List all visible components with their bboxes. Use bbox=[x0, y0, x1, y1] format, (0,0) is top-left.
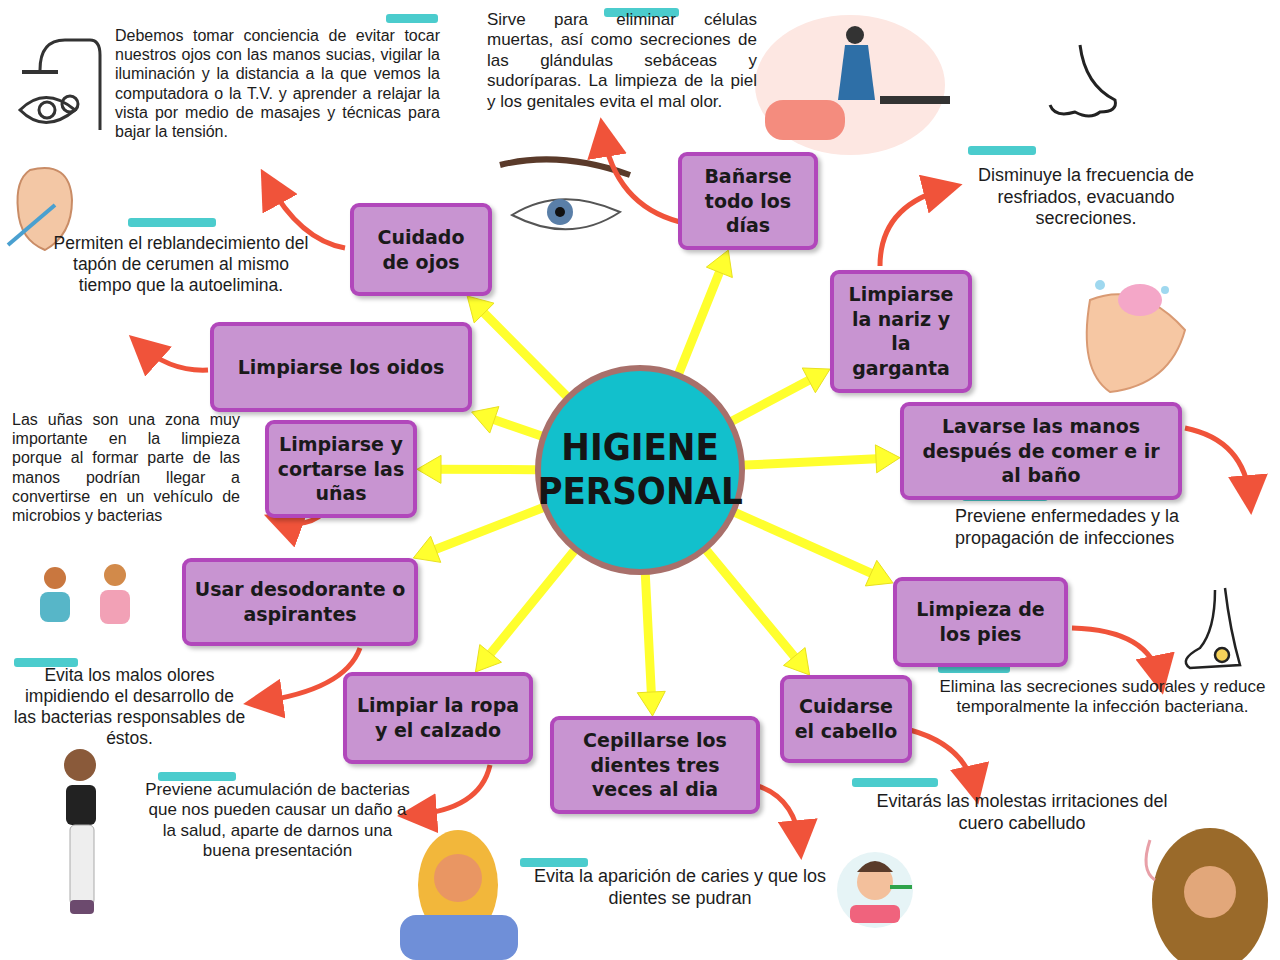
spoke-line bbox=[489, 418, 541, 436]
spoke-arrow bbox=[733, 368, 830, 421]
arrow-head bbox=[637, 691, 665, 716]
arrow-head bbox=[802, 368, 830, 393]
spoke-line bbox=[679, 267, 721, 373]
spoke-line bbox=[480, 309, 566, 396]
description-text: Previene enfermedades y la propagación d… bbox=[955, 506, 1255, 549]
topic-text: Limpiarse los oidos bbox=[238, 355, 445, 380]
description-text: Debemos tomar conciencia de evitar tocar… bbox=[115, 26, 440, 141]
topic-box: Lavarse las manos después de comer e ir … bbox=[900, 402, 1182, 500]
spoke-line bbox=[733, 378, 814, 421]
description-text: Disminuye la frecuencia de resfriados, e… bbox=[950, 165, 1222, 230]
description-text: Evita la aparición de caries y que los d… bbox=[520, 866, 840, 909]
arrow-head bbox=[467, 296, 494, 323]
curly-woman-illustration bbox=[1146, 828, 1268, 960]
spoke-arrow bbox=[637, 575, 665, 716]
description-text: Evita los malos olores impidiendo el des… bbox=[12, 665, 247, 749]
topic-box: Limpiarse los oidos bbox=[210, 322, 472, 412]
spoke-line bbox=[707, 551, 798, 661]
spoke-line bbox=[736, 513, 877, 576]
spoke-arrow bbox=[472, 407, 541, 436]
woman-illustration bbox=[64, 749, 96, 914]
description-text: Las uñas son una zona muy importante en … bbox=[12, 410, 240, 525]
eye-shower-icon bbox=[20, 40, 100, 130]
spoke-line bbox=[430, 508, 542, 551]
arrow-head bbox=[413, 536, 440, 562]
arrow-head bbox=[706, 250, 732, 277]
topic-text: Limpiar la ropa y el calzado bbox=[355, 693, 521, 742]
spoke-arrow bbox=[745, 445, 900, 473]
topic-text: Bañarse todo los días bbox=[690, 164, 806, 238]
topic-text: Cuidado de ojos bbox=[362, 225, 480, 274]
topic-text: Lavarse las manos después de comer e ir … bbox=[912, 414, 1170, 488]
topic-box: Bañarse todo los días bbox=[678, 152, 818, 250]
washing-illustration bbox=[400, 830, 518, 960]
hands-illustration bbox=[1087, 280, 1185, 392]
arrow-head bbox=[875, 445, 900, 473]
spoke-arrow bbox=[417, 455, 535, 483]
description-text: Sirve para eliminar células muertas, así… bbox=[487, 10, 757, 112]
topic-text: Limpieza de los pies bbox=[905, 597, 1056, 646]
toothbrush-illustration bbox=[837, 852, 913, 928]
description-text: Elimina las secreciones sudorales y redu… bbox=[935, 677, 1270, 718]
arrow-head bbox=[475, 645, 501, 672]
title-text: HIGIENE PERSONAL bbox=[537, 426, 742, 513]
arrow-head bbox=[865, 560, 893, 586]
spoke-arrow bbox=[475, 551, 573, 672]
topic-text: Usar desodorante o aspirantes bbox=[194, 577, 406, 626]
center-circle: HIGIENE PERSONAL bbox=[535, 365, 745, 575]
topic-box: Limpieza de los pies bbox=[893, 577, 1068, 667]
description-text: Permiten el reblandecimiento del tapón d… bbox=[45, 233, 317, 296]
topic-box: Limpiarse la nariz y la garganta bbox=[830, 270, 972, 393]
spoke-line bbox=[487, 551, 574, 658]
spoke-arrow bbox=[679, 250, 732, 372]
topic-text: Cuidarse el cabello bbox=[792, 694, 900, 743]
arrow-head bbox=[784, 648, 810, 675]
spoke-line bbox=[645, 575, 651, 698]
description-text: Previene acumulación de bacterias que no… bbox=[145, 780, 410, 862]
topic-text: Limpiarse y cortarse las uñas bbox=[277, 432, 405, 506]
arrow-head bbox=[417, 455, 441, 483]
description-text: Evitarás las molestas irritaciones del c… bbox=[852, 791, 1192, 834]
eye-illustration bbox=[500, 159, 630, 229]
topic-box: Limpiarse y cortarse las uñas bbox=[265, 420, 417, 518]
spoke-arrow bbox=[413, 508, 542, 562]
nose-illustration bbox=[1050, 45, 1115, 116]
spoke-arrow bbox=[707, 551, 810, 675]
spoke-arrow bbox=[736, 513, 893, 586]
foot-illustration bbox=[1186, 588, 1240, 668]
topic-box: Usar desodorante o aspirantes bbox=[182, 558, 418, 646]
topic-box: Cuidarse el cabello bbox=[780, 675, 912, 763]
topic-text: Limpiarse la nariz y la garganta bbox=[842, 282, 960, 381]
topic-box: Cuidado de ojos bbox=[350, 203, 492, 296]
spoke-line bbox=[435, 465, 535, 474]
arrow-head bbox=[472, 407, 499, 433]
topic-box: Cepillarse los dientes tres veces al dia bbox=[550, 716, 760, 814]
bath-illustration bbox=[755, 15, 950, 155]
spoke-line bbox=[745, 459, 882, 465]
topic-text: Cepillarse los dientes tres veces al dia bbox=[562, 728, 748, 802]
spoke-arrow bbox=[467, 296, 566, 396]
kids-illustration bbox=[40, 564, 130, 624]
topic-box: Limpiar la ropa y el calzado bbox=[343, 672, 533, 764]
